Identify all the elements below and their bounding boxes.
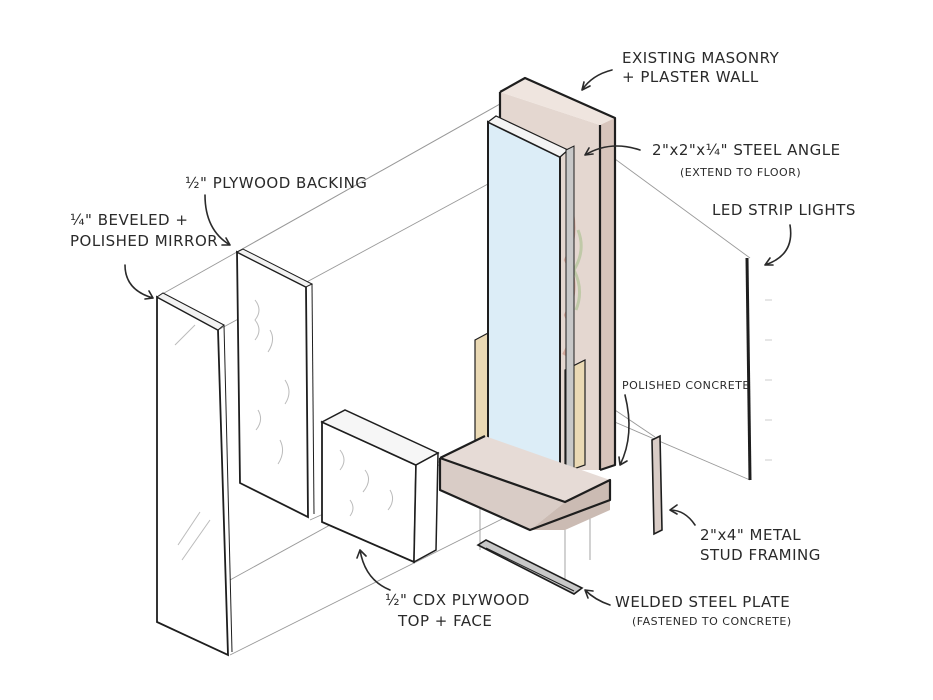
- wall-top-face: [500, 78, 615, 125]
- masonry-label-line2: + PLASTER WALL: [622, 68, 759, 86]
- concrete-counter: [438, 435, 612, 532]
- installed-mirror: [486, 115, 570, 480]
- cdx-arrow: [356, 549, 391, 591]
- stud-label-line2: STUD FRAMING: [700, 546, 821, 564]
- counter-side: [530, 480, 610, 530]
- concrete-arrow: [618, 394, 630, 466]
- stud-label-line1: 2"x4" METAL: [700, 526, 801, 544]
- leader-arrows: [124, 69, 792, 606]
- metal-stud: [651, 434, 663, 536]
- labels: EXISTING MASONRY + PLASTER WALL 2"x2"x¼"…: [70, 49, 856, 630]
- mirror-label-line2: POLISHED MIRROR: [70, 232, 218, 250]
- plywood-backing-panel: [235, 248, 315, 519]
- led-label: LED STRIP LIGHTS: [712, 201, 856, 219]
- counter-front: [440, 458, 565, 530]
- angle-label-line1: 2"x2"x¼" STEEL ANGLE: [652, 141, 841, 159]
- cdx-plywood-panel: [320, 409, 440, 564]
- welded-steel-plate: [476, 539, 584, 595]
- plywood-backing-label: ½" PLYWOOD BACKING: [185, 174, 367, 192]
- wall-side-face: [600, 118, 615, 470]
- plate-arrow: [584, 589, 611, 606]
- mirror-panel: [156, 292, 233, 657]
- led-arrow: [764, 224, 792, 266]
- masonry-arrow: [581, 69, 613, 91]
- stud-arrow: [669, 504, 696, 526]
- concrete-label: POLISHED CONCRETE: [622, 379, 750, 392]
- mirror-label-line1: ¼" BEVELED +: [70, 211, 188, 229]
- plate-label-line2: (FASTENED TO CONCRETE): [632, 615, 792, 628]
- masonry-label-line1: EXISTING MASONRY: [622, 49, 780, 67]
- counter-top: [440, 436, 610, 502]
- led-strip: [745, 257, 772, 481]
- mirror-arrow: [124, 264, 154, 300]
- angle-arrow: [584, 145, 641, 156]
- cdx-label-line1: ½" CDX PLYWOOD: [385, 591, 530, 609]
- backing-arrow: [204, 194, 231, 246]
- cdx-label-line2: TOP + FACE: [397, 612, 492, 630]
- steel-angle: [565, 145, 575, 491]
- plate-label-line1: WELDED STEEL PLATE: [615, 593, 790, 611]
- angle-label-line2: (EXTEND TO FLOOR): [680, 166, 801, 179]
